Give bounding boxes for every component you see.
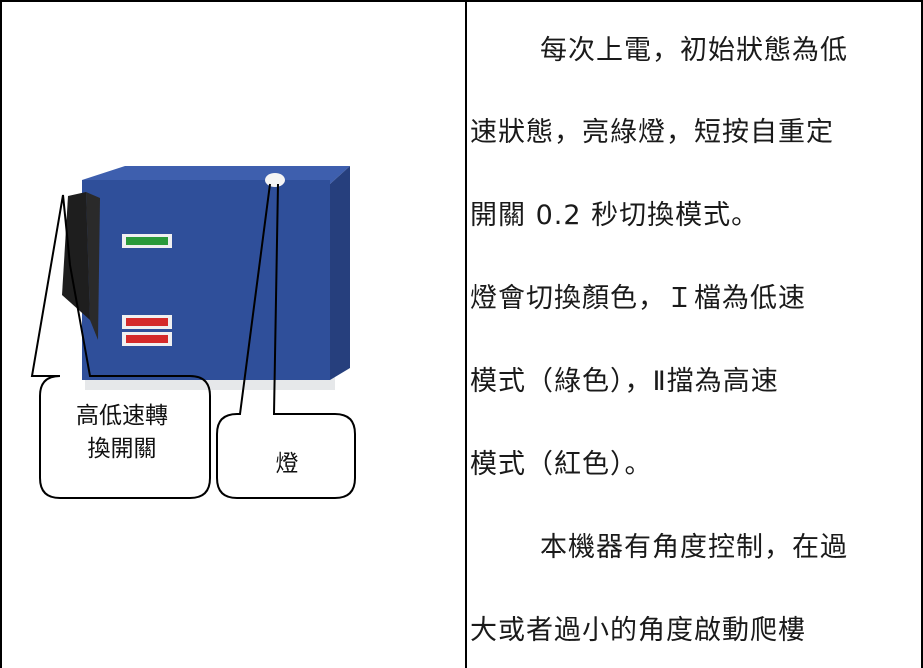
- description-line: 開關 0.2 秒切換模式。: [470, 200, 760, 231]
- rocker-switch-icon: [62, 192, 90, 320]
- light-callout-label: 燈: [275, 451, 299, 477]
- table-border-top: [0, 0, 923, 2]
- device-front-face: [82, 180, 330, 380]
- light-bulb-icon: [265, 173, 285, 187]
- device-illustration: [30, 166, 356, 499]
- description-line: 大或者過小的角度啟動爬樓: [470, 615, 806, 646]
- table-border-left: [0, 0, 2, 668]
- device-side-face: [330, 166, 350, 380]
- description-cell: 每次上電，初始狀態為低 速狀態，亮綠燈，短按自重定 開關 0.2 秒切換模式。 …: [470, 0, 923, 668]
- switch-label-line1: 高低速轉: [76, 403, 168, 429]
- switch-callout-box: [30, 194, 211, 499]
- table-border-divider: [465, 0, 467, 668]
- description-line: 燈會切換顏色，Ｉ檔為低速: [470, 283, 806, 314]
- light-callout-box: [216, 183, 356, 499]
- description-line: 速狀態，亮綠燈，短按自重定: [470, 117, 834, 148]
- switch-callout-label: 高低速轉 換開關: [42, 400, 202, 466]
- description-line: 每次上電，初始狀態為低: [540, 35, 848, 66]
- description-line: 模式（紅色）。: [470, 449, 653, 480]
- description-line: 模式（綠色），Ⅱ擋為高速: [470, 366, 779, 397]
- switch-label-line2: 換開關: [87, 436, 157, 462]
- table-border-right: [921, 0, 923, 668]
- description-line: 本機器有角度控制，在過: [540, 532, 848, 563]
- rocker-switch-shadow: [86, 192, 100, 340]
